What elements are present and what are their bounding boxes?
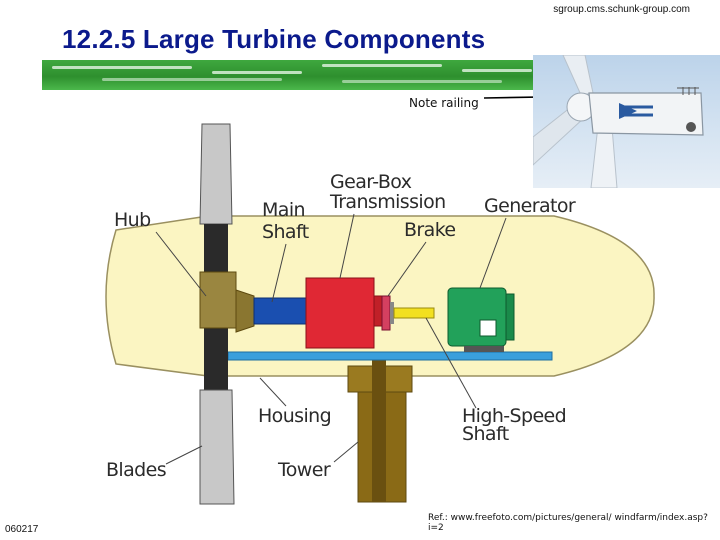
- platform: [227, 351, 553, 361]
- turbine-component-diagram: Hub Main Shaft Gear-Box Transmission Bra…: [105, 123, 655, 505]
- turbine-nacelle-photo: [533, 55, 720, 188]
- title-underline-bar: [42, 60, 550, 90]
- label-generator: Generator: [484, 195, 576, 217]
- label-brake: Brake: [404, 219, 456, 241]
- note-railing-label: Note railing: [409, 96, 479, 110]
- slide-code: 060217: [5, 524, 39, 535]
- label-high-speed-1: High-Speed: [462, 405, 566, 427]
- leader-lines: [155, 213, 507, 465]
- label-housing: Housing: [258, 405, 331, 427]
- label-hub: Hub: [114, 209, 151, 231]
- slide-title: 12.2.5 Large Turbine Components: [62, 24, 486, 54]
- label-gearbox-1: Gear-Box: [330, 171, 412, 193]
- label-main-shaft-2: Shaft: [262, 221, 309, 243]
- high-speed-shaft: [393, 307, 435, 319]
- label-main-shaft-1: Main: [262, 199, 305, 221]
- source-url: sgroup.cms.schunk-group.com: [553, 4, 690, 15]
- label-gearbox-2: Transmission: [329, 191, 446, 213]
- main-shaft: [253, 297, 307, 325]
- label-tower: Tower: [277, 459, 331, 481]
- brake: [381, 295, 394, 331]
- gearbox: [305, 277, 383, 349]
- blades: [199, 123, 235, 505]
- label-high-speed-2: Shaft: [462, 423, 509, 445]
- tower: [347, 352, 413, 503]
- hub: [199, 271, 255, 333]
- reference-citation: Ref.: www.freefoto.com/pictures/general/…: [428, 513, 708, 533]
- label-blades: Blades: [106, 459, 166, 481]
- generator: [447, 287, 515, 352]
